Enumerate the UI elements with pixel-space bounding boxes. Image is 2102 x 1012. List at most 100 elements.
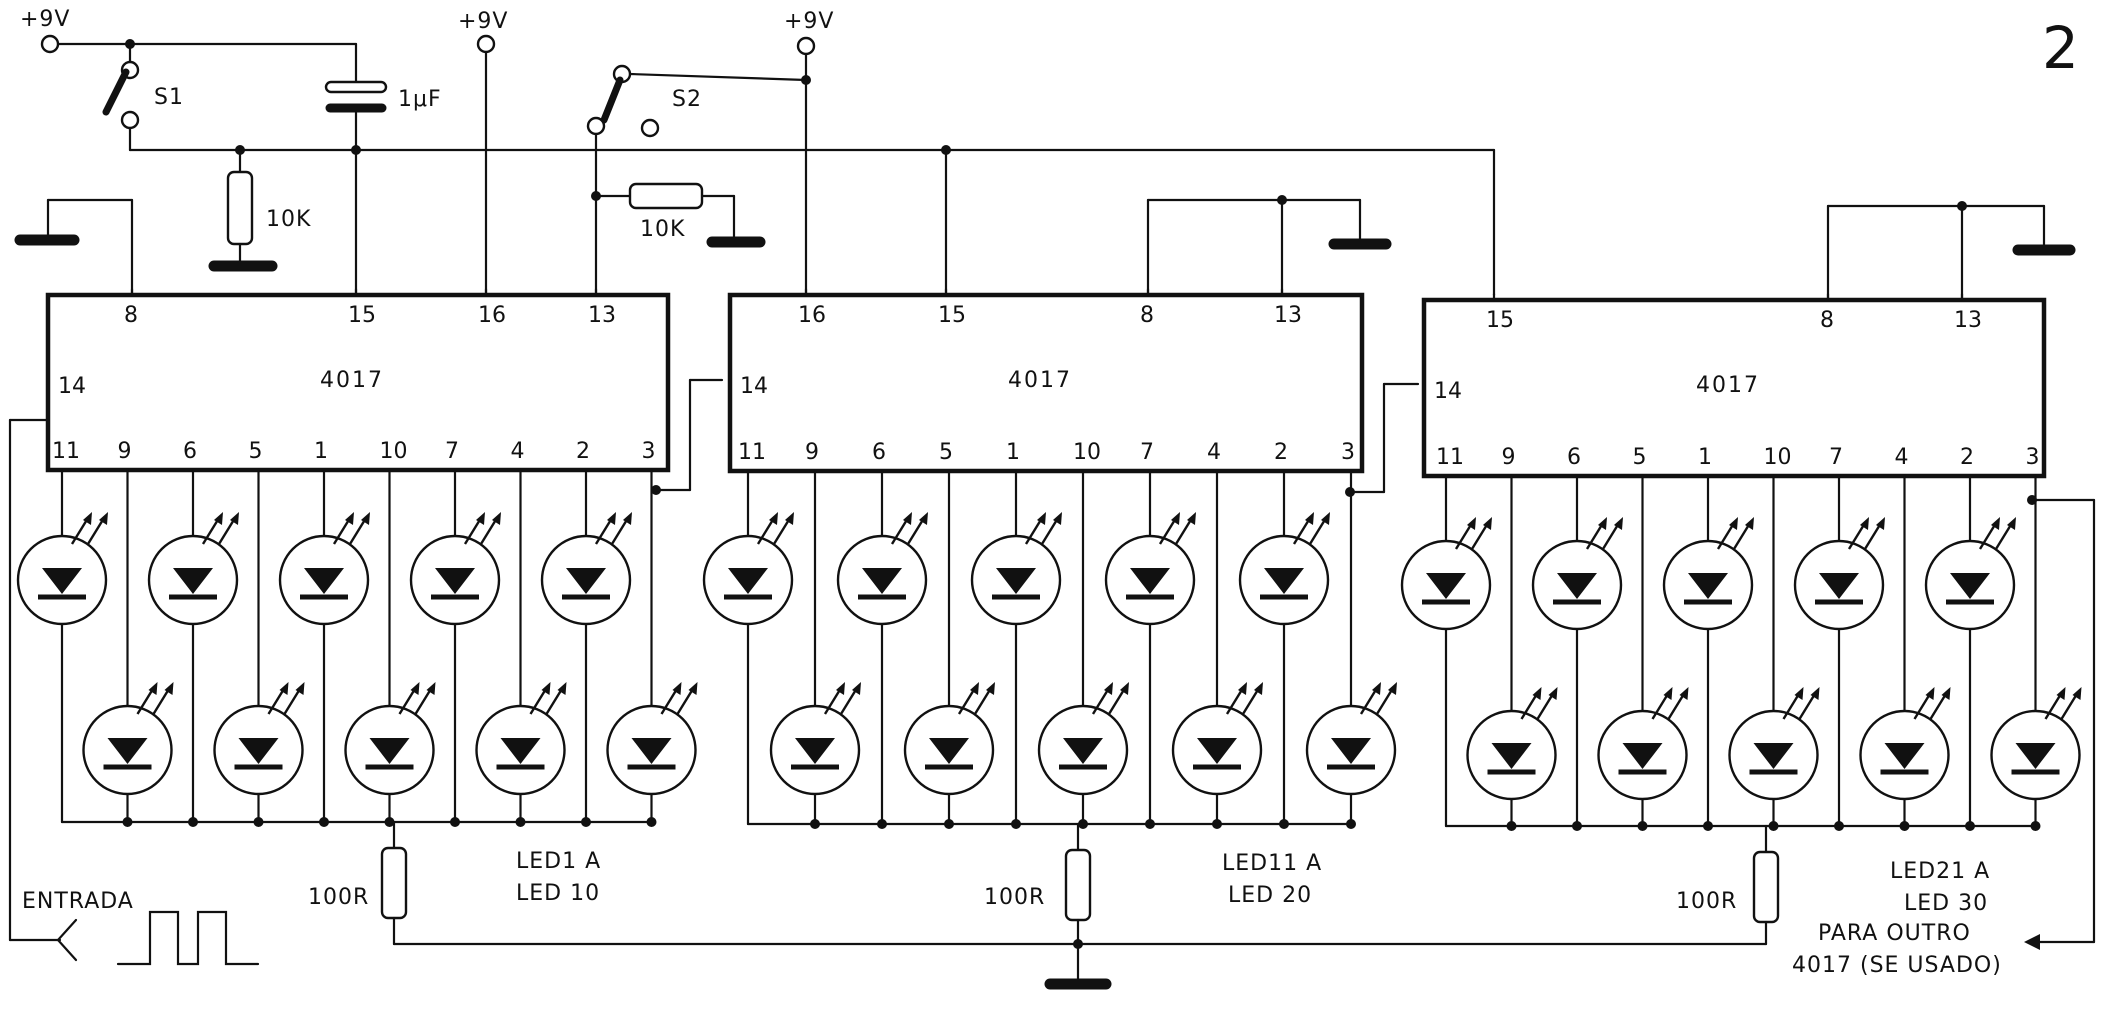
led-group-1-line1: LED1 A (516, 849, 601, 874)
ic-side-pin-label: 14 (1434, 379, 1462, 404)
ic-name: 4017 (1008, 368, 1072, 393)
ic-output-pin-label: 10 (380, 439, 408, 464)
ic-output-pin-label: 1 (314, 439, 328, 464)
output-note-line1: PARA OUTRO (1818, 921, 1971, 946)
led-array (702, 469, 1397, 829)
ic-top-pin-label: 8 (124, 303, 138, 328)
led (1793, 517, 1885, 631)
supply-terminal-3 (796, 36, 816, 56)
ic-output-pin-label: 6 (872, 440, 886, 465)
led (1305, 682, 1397, 796)
led (1171, 682, 1263, 796)
ic-output-pin-label: 7 (1829, 445, 1843, 470)
led (1597, 687, 1689, 801)
ic-output-pin-label: 2 (1960, 445, 1974, 470)
ic-output-pin-label: 7 (1140, 440, 1154, 465)
led (1531, 517, 1623, 631)
ic-side-pin-label: 14 (740, 374, 768, 399)
ic-top-pin-label: 16 (798, 303, 826, 328)
led (409, 512, 501, 626)
ic-name: 4017 (320, 368, 384, 393)
led (278, 512, 370, 626)
ic-top-pin-label: 15 (1486, 308, 1514, 333)
led (475, 682, 567, 796)
ic-output-pin-label: 10 (1764, 445, 1792, 470)
led (1037, 682, 1129, 796)
led (1924, 517, 2016, 631)
figure-number: 2 (2042, 14, 2079, 82)
led (540, 512, 632, 626)
ic-top-pin-label: 13 (1274, 303, 1302, 328)
ic-top-pin-label: 13 (588, 303, 616, 328)
capacitor-1uf: 1μF (324, 80, 442, 152)
ic-output-pin-label: 5 (1633, 445, 1647, 470)
reset-circuit: +9V S1 1μF (14, 7, 2076, 302)
led (1990, 687, 2082, 801)
led (606, 682, 698, 796)
ic-output-pin-label: 11 (52, 439, 80, 464)
input-label: ENTRADA (22, 889, 134, 914)
load-resistor-3 (1752, 850, 1780, 924)
supply-terminal-1 (40, 34, 60, 54)
output-wiring: 100R 100R 100R ENTRADA LED1 A LED (8, 378, 2096, 990)
capacitor-label: 1μF (398, 87, 442, 112)
ic-output-pin-label: 3 (1341, 440, 1355, 465)
output-note-line2: 4017 (SE USADO) (1792, 953, 2002, 978)
ic-output-pin-label: 4 (1207, 440, 1221, 465)
resistor-10k-2-label: 10K (640, 217, 685, 242)
resistor-10k-1-label: 10K (266, 207, 311, 232)
led (82, 682, 174, 796)
ic-output-pin-label: 11 (1436, 445, 1464, 470)
led-group-2-line1: LED11 A (1222, 851, 1322, 876)
switch-s2: S2 (586, 64, 808, 138)
led (147, 512, 239, 626)
ic-name: 4017 (1696, 373, 1760, 398)
square-wave-icon (116, 910, 260, 966)
ic-output-pin-label: 1 (1006, 440, 1020, 465)
led-array (1400, 474, 2082, 831)
ic-top-pin-label: 15 (348, 303, 376, 328)
ic-output-pin-label: 3 (642, 439, 656, 464)
resistor-10k-1: 10K (208, 148, 311, 272)
supply-label-1: +9V (20, 7, 70, 32)
led-group-2-line2: LED 20 (1228, 883, 1312, 908)
led (1238, 512, 1330, 626)
ic-output-pin-label: 6 (183, 439, 197, 464)
led (344, 682, 436, 796)
load-resistor-1-label: 100R (308, 885, 369, 910)
ic-output-pin-label: 2 (576, 439, 590, 464)
led-array (16, 468, 698, 827)
ic-output-pin-label: 9 (118, 439, 132, 464)
led (1859, 687, 1951, 801)
led (1400, 517, 1492, 631)
load-resistor-3-label: 100R (1676, 889, 1737, 914)
ic-top-pin-label: 16 (478, 303, 506, 328)
switch-s1-label: S1 (154, 85, 184, 110)
ic-output-pin-label: 11 (738, 440, 766, 465)
led (16, 512, 108, 626)
load-resistor-2-label: 100R (984, 885, 1045, 910)
led (213, 682, 305, 796)
ic-output-pin-label: 10 (1073, 440, 1101, 465)
led-group-3-line1: LED21 A (1890, 859, 1990, 884)
ic-top-pin-label: 13 (1954, 308, 1982, 333)
supply-label-2: +9V (458, 9, 508, 34)
led-group-3-line2: LED 30 (1904, 891, 1988, 916)
led (1662, 517, 1754, 631)
resistor-10k-2: 10K (594, 182, 766, 248)
led (903, 682, 995, 796)
led (769, 682, 861, 796)
led (970, 512, 1062, 626)
led (1104, 512, 1196, 626)
ic-output-pin-label: 6 (1567, 445, 1581, 470)
supply-label-3: +9V (784, 9, 834, 34)
ic-output-pin-label: 9 (1502, 445, 1516, 470)
ic-output-pin-label: 2 (1274, 440, 1288, 465)
